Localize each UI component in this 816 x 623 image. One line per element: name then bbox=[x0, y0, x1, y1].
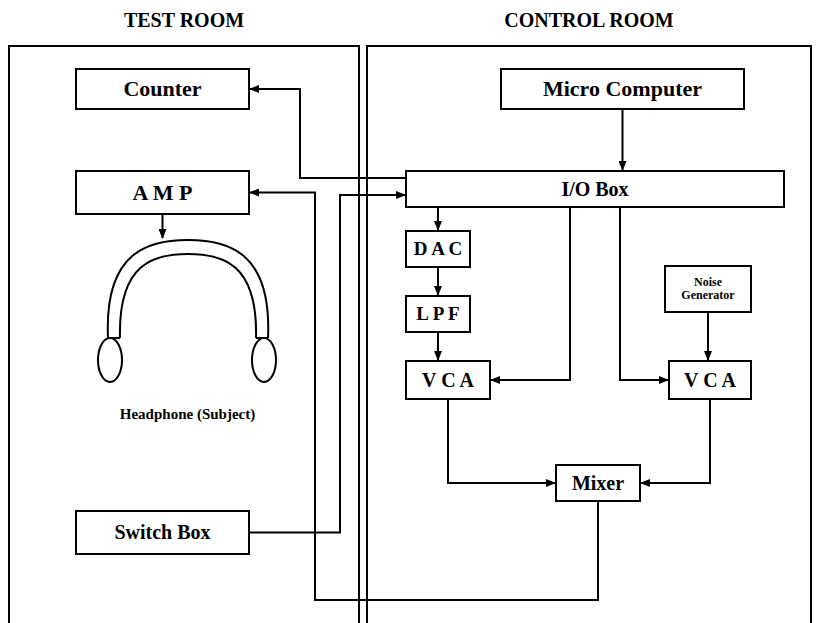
signal-connector bbox=[250, 89, 405, 178]
signal-connector bbox=[437, 333, 439, 360]
box-label: Noise Generator bbox=[672, 276, 744, 301]
box-label: I/O Box bbox=[561, 179, 628, 200]
vca-box: V C A bbox=[668, 360, 752, 400]
signal-connector bbox=[491, 208, 570, 380]
box-label: Headphone (Subject) bbox=[95, 406, 280, 423]
box-label: Micro Computer bbox=[543, 77, 702, 100]
room-heading: CONTROL ROOM bbox=[368, 9, 810, 32]
signal-connector bbox=[437, 268, 439, 295]
headphone: Headphone (Subject) bbox=[95, 238, 280, 423]
room-panel: TEST ROOMCounterA M PHeadphone (Subject)… bbox=[8, 45, 360, 623]
filter-box: L P F bbox=[405, 295, 471, 333]
signal-connector bbox=[437, 208, 439, 230]
signal-connector bbox=[250, 193, 598, 601]
amplifier-box: A M P bbox=[75, 170, 250, 215]
device-box: Counter bbox=[75, 68, 250, 110]
switch-box: Switch Box bbox=[75, 510, 250, 555]
vca-box: V C A bbox=[405, 360, 491, 400]
signal-connector bbox=[641, 400, 710, 483]
signal-connector bbox=[620, 208, 668, 380]
box-label: V C A bbox=[422, 370, 474, 391]
box-label: L P F bbox=[416, 304, 459, 324]
signal-connector bbox=[162, 215, 164, 238]
signal-connector bbox=[250, 195, 405, 533]
dac-box: D A C bbox=[405, 230, 471, 268]
signal-connector bbox=[448, 400, 555, 483]
box-label: D A C bbox=[414, 239, 463, 259]
box-label: Counter bbox=[123, 77, 201, 100]
room-heading: TEST ROOM bbox=[10, 9, 358, 32]
mixer-box: Mixer bbox=[555, 464, 641, 502]
computer-box: Micro Computer bbox=[500, 68, 745, 110]
box-label: Mixer bbox=[572, 473, 624, 494]
box-label: V C A bbox=[684, 370, 736, 391]
io-box: I/O Box bbox=[405, 170, 785, 208]
signal-connector bbox=[707, 313, 709, 360]
generator-box: Noise Generator bbox=[664, 265, 752, 313]
signal-connector bbox=[622, 110, 624, 170]
box-label: Switch Box bbox=[114, 522, 210, 543]
box-label: A M P bbox=[133, 181, 193, 204]
room-panel: CONTROL ROOMMicro ComputerI/O BoxD A CL … bbox=[366, 45, 812, 623]
